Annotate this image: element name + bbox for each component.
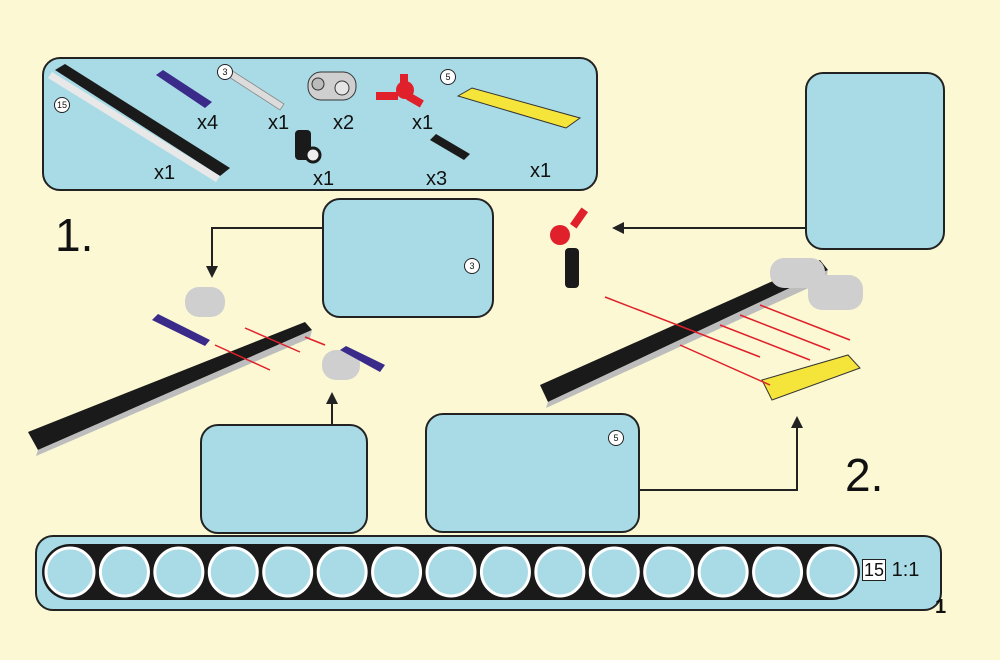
step1-subassembly-axle-panel bbox=[322, 198, 494, 318]
ruler-hole bbox=[44, 546, 96, 598]
size-badge-beam-15: 15 bbox=[54, 97, 70, 113]
part-black-beam-15 bbox=[48, 64, 230, 182]
size-badge-axle-3: 3 bbox=[217, 64, 233, 80]
ruler-hole bbox=[479, 546, 531, 598]
step2-red-hub bbox=[550, 207, 589, 288]
step2-subassembly-beam-panel bbox=[425, 413, 640, 533]
qty-beam-15: x1 bbox=[154, 162, 176, 184]
part-black-angle bbox=[295, 130, 322, 164]
step1-gray-block-top bbox=[185, 287, 225, 317]
qty-yellow-beam: x1 bbox=[530, 160, 552, 182]
step1-axle-size-badge: 3 bbox=[464, 258, 480, 274]
step1-purple-pin bbox=[152, 314, 210, 346]
step2-yellow-beam bbox=[761, 354, 861, 401]
ruler-hole bbox=[425, 546, 477, 598]
part-red-hub bbox=[376, 74, 424, 108]
ruler-length-badge: 15 bbox=[862, 559, 887, 581]
ruler-hole bbox=[371, 546, 423, 598]
step2-beam-size-badge: 5 bbox=[608, 430, 624, 446]
ruler-hole bbox=[534, 546, 586, 598]
ruler-hole bbox=[98, 546, 150, 598]
step1-main-beam bbox=[28, 322, 312, 456]
step2-subassembly-hub-panel bbox=[805, 72, 945, 250]
ruler-hole bbox=[697, 546, 749, 598]
step2-main-beam bbox=[540, 260, 828, 408]
qty-gray-block: x2 bbox=[333, 112, 355, 134]
ruler-hole bbox=[752, 546, 804, 598]
size-badge-beam-5: 5 bbox=[440, 69, 456, 85]
step-number-2: 2. bbox=[845, 449, 884, 501]
qty-purple-pin: x4 bbox=[197, 112, 219, 134]
qty-black-pin: x3 bbox=[426, 168, 448, 190]
step1-subassembly-pin-panel bbox=[200, 424, 368, 534]
ruler-hole bbox=[316, 546, 368, 598]
ruler-hole bbox=[207, 546, 259, 598]
qty-black-angle: x1 bbox=[313, 168, 335, 190]
ruler-hole bbox=[643, 546, 695, 598]
part-gray-block bbox=[307, 71, 357, 101]
ruler-scale: 1:1 bbox=[891, 559, 920, 581]
part-purple-pin bbox=[156, 70, 212, 108]
step1-gray-block-bottom bbox=[322, 350, 360, 380]
ruler-hole bbox=[262, 546, 314, 598]
qty-gray-axle: x1 bbox=[268, 112, 290, 134]
part-black-pin bbox=[430, 134, 470, 160]
part-yellow-beam bbox=[456, 87, 582, 129]
page-number: 1 bbox=[935, 596, 947, 618]
step1-arrows bbox=[214, 327, 326, 371]
qty-red-hub: x1 bbox=[412, 112, 434, 134]
step2-connector-lines bbox=[615, 227, 806, 491]
step2-arrows bbox=[604, 296, 851, 386]
step-number-1: 1. bbox=[55, 209, 94, 261]
step1-connector-lines bbox=[211, 227, 333, 428]
ruler-label: 15 1:1 bbox=[862, 559, 919, 582]
ruler-hole bbox=[588, 546, 640, 598]
ruler-hole bbox=[806, 546, 858, 598]
ruler-hole bbox=[153, 546, 205, 598]
